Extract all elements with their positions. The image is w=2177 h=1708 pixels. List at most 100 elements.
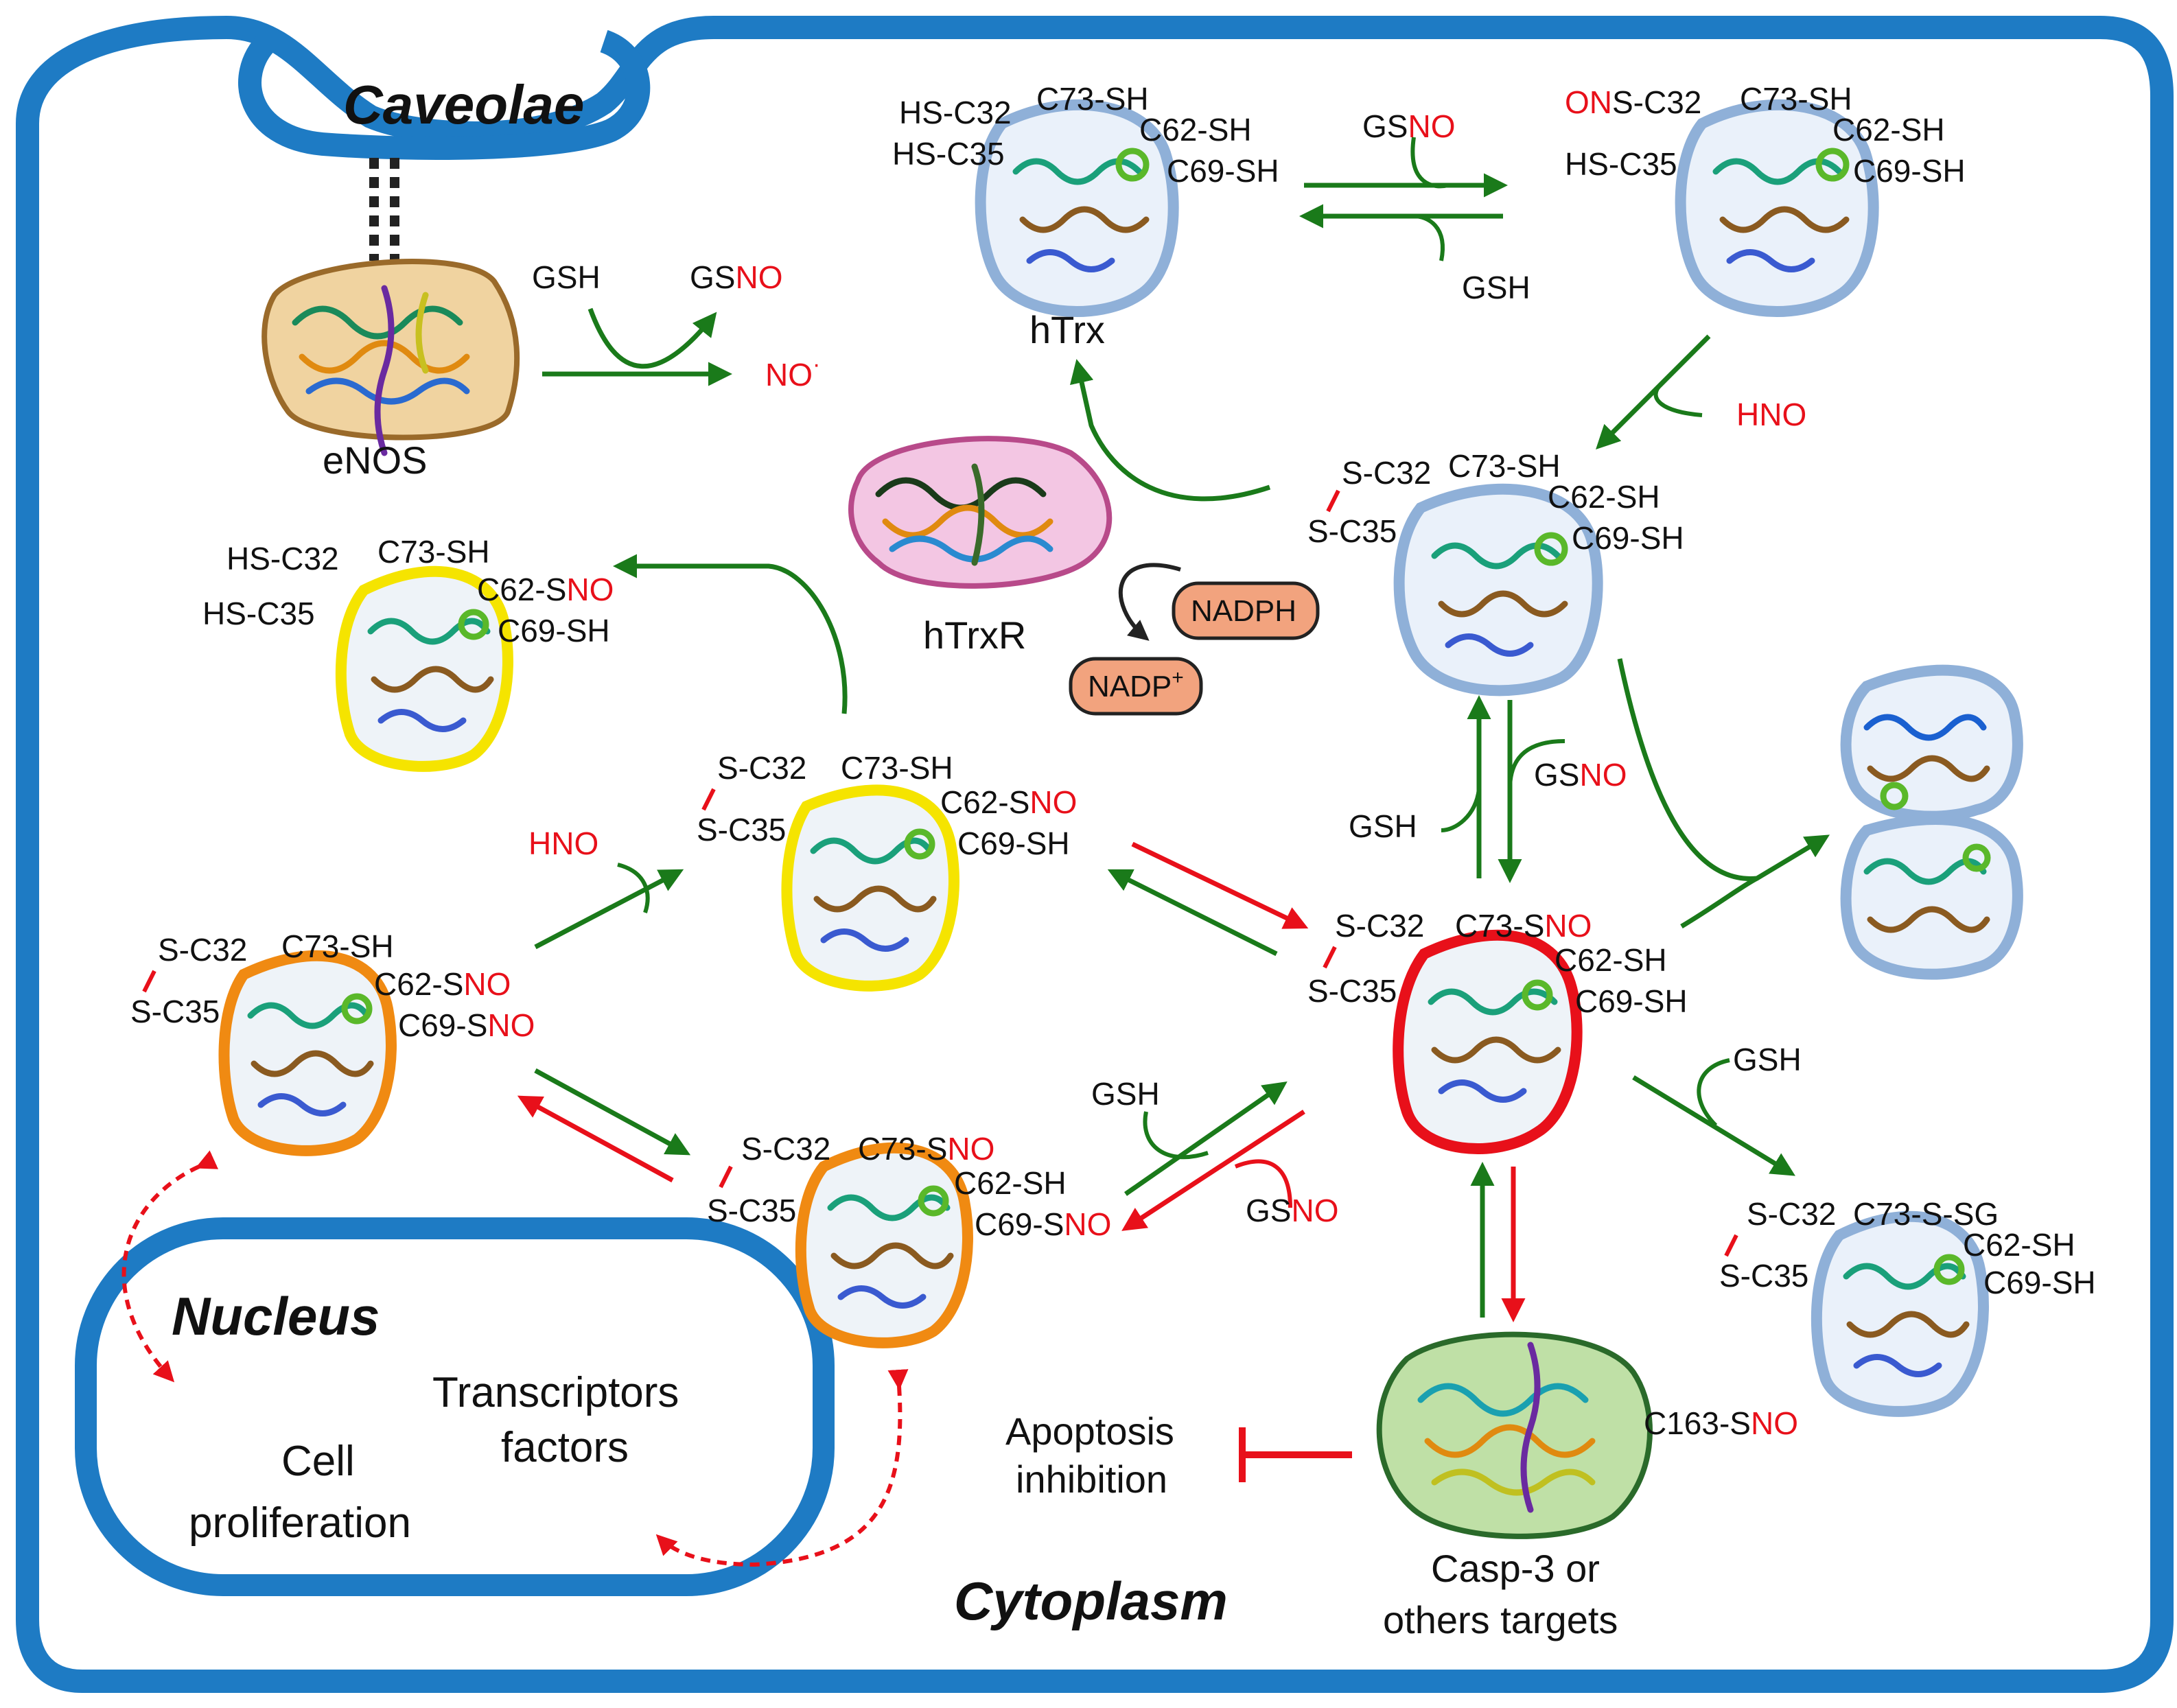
enos-gsno: GSNO <box>690 259 782 295</box>
svg-text:C73-SH: C73-SH <box>1448 448 1561 484</box>
label-gsno-mid: GSNO <box>1534 757 1627 793</box>
trx-glutathionylated-node: S-C32 S-C35 C73-S-SG C62-SH C69-SH <box>1719 1196 2096 1417</box>
arrow-H-to-E <box>1107 869 1278 957</box>
svg-text:C69-SH: C69-SH <box>1572 520 1684 556</box>
casp3-node: C163-SNO Casp-3 or others targets <box>1376 1331 1798 1641</box>
svg-text:S-C32: S-C32 <box>1747 1196 1836 1232</box>
gsno-side-lower <box>1234 1159 1292 1208</box>
svg-text:C73-SH: C73-SH <box>841 750 953 786</box>
svg-text:C62-SH: C62-SH <box>1832 112 1945 148</box>
trx-disulfide-node: S-C32 S-C35 C73-SH C62-SH C69-SH <box>1307 448 1684 697</box>
trx-fold-icon <box>1431 532 1568 657</box>
trx-blob <box>1393 483 1603 697</box>
cytoplasm-title: Cytoplasm <box>954 1571 1228 1631</box>
svg-text:S-C35: S-C35 <box>1307 973 1397 1009</box>
trx-c73-c69-sno-node: S-C32 S-C35 C73-SNO C62-SH C69-SNO <box>707 1131 1111 1348</box>
gsh-side-lower <box>1143 1111 1209 1160</box>
casp3-protein <box>1376 1331 1653 1539</box>
trx-dimer-node <box>1840 664 2023 980</box>
arrow-disulfide-to-htrx <box>1069 359 1271 502</box>
enos-gsh: GSH <box>532 259 601 295</box>
casp3-structure-icon <box>1417 1342 1596 1513</box>
arrow-G-to-H <box>1124 1081 1288 1196</box>
caveolae-title: Caveolae <box>343 74 584 135</box>
svg-text:C62-SNO: C62-SNO <box>374 966 511 1002</box>
svg-text:HS-C35: HS-C35 <box>1565 146 1677 182</box>
label-gsh-bottom: GSH <box>1733 1042 1802 1077</box>
htrx-label: hTrx <box>1029 308 1105 351</box>
nucleus-text-transcriptors: Transcriptors <box>432 1369 679 1416</box>
nucleus-text-factors: factors <box>501 1424 629 1471</box>
svg-text:HS-C32: HS-C32 <box>899 95 1012 130</box>
svg-text:S-C35: S-C35 <box>1719 1258 1808 1294</box>
svg-text:S-C35: S-C35 <box>130 994 220 1029</box>
svg-text:C73-SNO: C73-SNO <box>1455 908 1592 944</box>
gsno-side-mid <box>1508 739 1565 790</box>
apoptosis-label-1: Apoptosis <box>1005 1409 1174 1453</box>
enos-side-arrow <box>587 307 717 369</box>
svg-text:C69-SNO: C69-SNO <box>398 1007 535 1043</box>
htrx-reduced-node: HS-C32 HS-C35 C73-SH C62-SH C69-SH hTrx <box>892 81 1279 351</box>
hno-side-left <box>617 863 650 913</box>
arrow-E-to-H <box>1131 841 1309 929</box>
nadph-pill <box>1172 581 1320 640</box>
nadp-pill <box>1069 657 1203 716</box>
trx-fold-icon <box>1843 1254 1970 1377</box>
trx-fold-icon <box>810 828 937 952</box>
svg-text:S-C32: S-C32 <box>1342 455 1431 491</box>
trx-fold-icon <box>247 993 374 1116</box>
arrow-H-to-G <box>1121 1110 1305 1231</box>
label-gsno-lower: GSNO <box>1246 1193 1338 1228</box>
svg-text:C62-SH: C62-SH <box>1548 479 1660 515</box>
svg-text:S-C32: S-C32 <box>717 750 806 786</box>
svg-text:C62-SNO: C62-SNO <box>477 572 614 607</box>
arrow-F-to-G <box>534 1068 691 1156</box>
svg-text:C69-SH: C69-SH <box>1167 153 1279 189</box>
arrow-E-to-D <box>613 554 848 714</box>
dashed-link-F-nucleus <box>121 1150 219 1383</box>
apoptosis-label-2: inhibition <box>1016 1458 1167 1501</box>
svg-text:C62-SH: C62-SH <box>1963 1227 2075 1263</box>
enos-no-radical: NO· <box>765 351 820 393</box>
svg-text:C62-SH: C62-SH <box>954 1165 1067 1201</box>
nucleus-title: Nucleus <box>172 1286 380 1346</box>
trx-fold-icon <box>1863 714 1991 933</box>
label-gsh-lower: GSH <box>1091 1076 1160 1112</box>
arrow-H-to-dimer <box>1680 876 1758 929</box>
arrow-H-to-I <box>1632 1075 1795 1176</box>
label-hno-right: HNO <box>1736 397 1806 432</box>
trx-c32-sno-node: ONS-C32 HS-C35 C73-SH C62-SH C69-SH <box>1565 81 1966 317</box>
gsh-side-bottom <box>1697 1058 1730 1127</box>
trx-c62-c69-sno-node: S-C32 S-C35 C73-SH C62-SNO C69-SNO <box>130 928 535 1156</box>
gsh-side-mid <box>1441 788 1481 832</box>
svg-text:C73-SH: C73-SH <box>377 534 490 570</box>
svg-text:C69-SH: C69-SH <box>1575 983 1688 1019</box>
trx-disulfide-c62-sno-node: S-C32 S-C35 C73-SH C62-SNO C69-SH <box>697 750 1077 992</box>
label-gsno-top: GSNO <box>1362 108 1455 144</box>
trx-fold-icon <box>367 609 494 732</box>
trx-fold-icon <box>827 1185 954 1309</box>
arrow-G-to-F <box>517 1095 674 1183</box>
svg-text:C73-S-SG: C73-S-SG <box>1853 1196 1999 1232</box>
svg-text:HS-C32: HS-C32 <box>226 541 339 576</box>
svg-text:C73-SH: C73-SH <box>1740 81 1852 117</box>
svg-text:C73-SH: C73-SH <box>1036 81 1149 117</box>
svg-text:S-C32: S-C32 <box>741 1131 830 1167</box>
caveolae-tether <box>369 158 399 261</box>
trx-fold-icon <box>1012 148 1150 272</box>
arrow-F-to-E <box>534 869 684 950</box>
svg-text:C163-SNO: C163-SNO <box>1644 1405 1798 1441</box>
enos-structure-icon <box>292 285 470 456</box>
svg-text:S-C35: S-C35 <box>1307 513 1397 549</box>
nadph-arrow <box>1118 563 1181 641</box>
svg-text:C69-SH: C69-SH <box>1983 1265 2096 1300</box>
svg-text:S-C32: S-C32 <box>158 932 247 968</box>
svg-text:S-C35: S-C35 <box>697 812 786 847</box>
svg-text:C62-SNO: C62-SNO <box>940 784 1077 820</box>
trx-c62-sno-node: HS-C32 HS-C35 C73-SH C62-SNO C69-SH <box>202 534 614 772</box>
svg-text:C69-SH: C69-SH <box>498 613 610 648</box>
trx-fold-icon <box>1428 979 1561 1103</box>
gsno-side-top <box>1410 137 1449 189</box>
nucleus-text-proliferation: proliferation <box>189 1499 411 1547</box>
